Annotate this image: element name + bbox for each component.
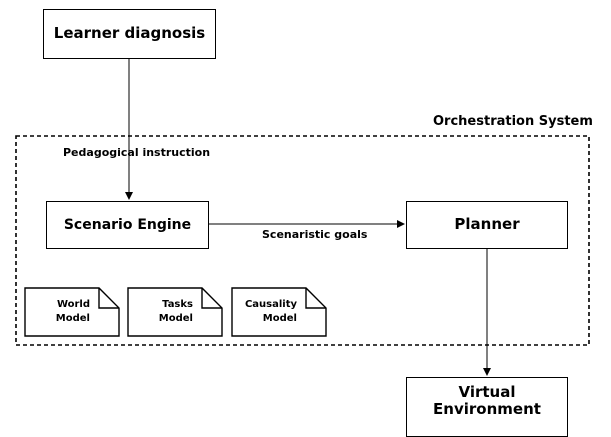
document-icon	[231, 287, 327, 337]
causality-model-label-line2: Model	[262, 312, 297, 324]
pedagogical-instruction-label: Pedagogical instruction	[63, 146, 211, 159]
document-icon	[127, 287, 223, 337]
tasks-model-label-line2: Model	[158, 312, 193, 324]
causality-model-document: Causality Model	[231, 287, 327, 337]
learner-diagnosis-node: Learner diagnosis	[43, 9, 216, 59]
tasks-model-label-line1: Tasks	[162, 299, 193, 310]
tasks-model-document: Tasks Model	[127, 287, 223, 337]
scenario-engine-node: Scenario Engine	[46, 201, 209, 249]
causality-model-label-line1: Causality	[244, 299, 297, 310]
virtual-environment-label-line2: Environment	[433, 400, 541, 419]
learner-diagnosis-label: Learner diagnosis	[53, 24, 206, 43]
document-icon	[24, 287, 120, 337]
world-model-label-line2: Model	[55, 312, 90, 324]
orchestration-system-boundary	[15, 135, 590, 346]
orchestration-system-title: Orchestration System	[433, 114, 593, 129]
world-model-document: World Model	[24, 287, 120, 337]
planner-node: Planner	[406, 201, 568, 249]
virtual-environment-label-line1: Virtual	[458, 383, 516, 401]
connectors-layer	[15, 59, 590, 376]
planner-label: Planner	[454, 215, 520, 234]
world-model-label-line1: World	[56, 299, 90, 310]
scenaristic-goals-label: Scenaristic goals	[262, 228, 368, 241]
scenario-engine-label: Scenario Engine	[63, 216, 192, 233]
diagram-canvas: Learner diagnosis Orchestration System P…	[15, 9, 593, 437]
virtual-environment-node: Virtual Environment	[406, 377, 568, 437]
